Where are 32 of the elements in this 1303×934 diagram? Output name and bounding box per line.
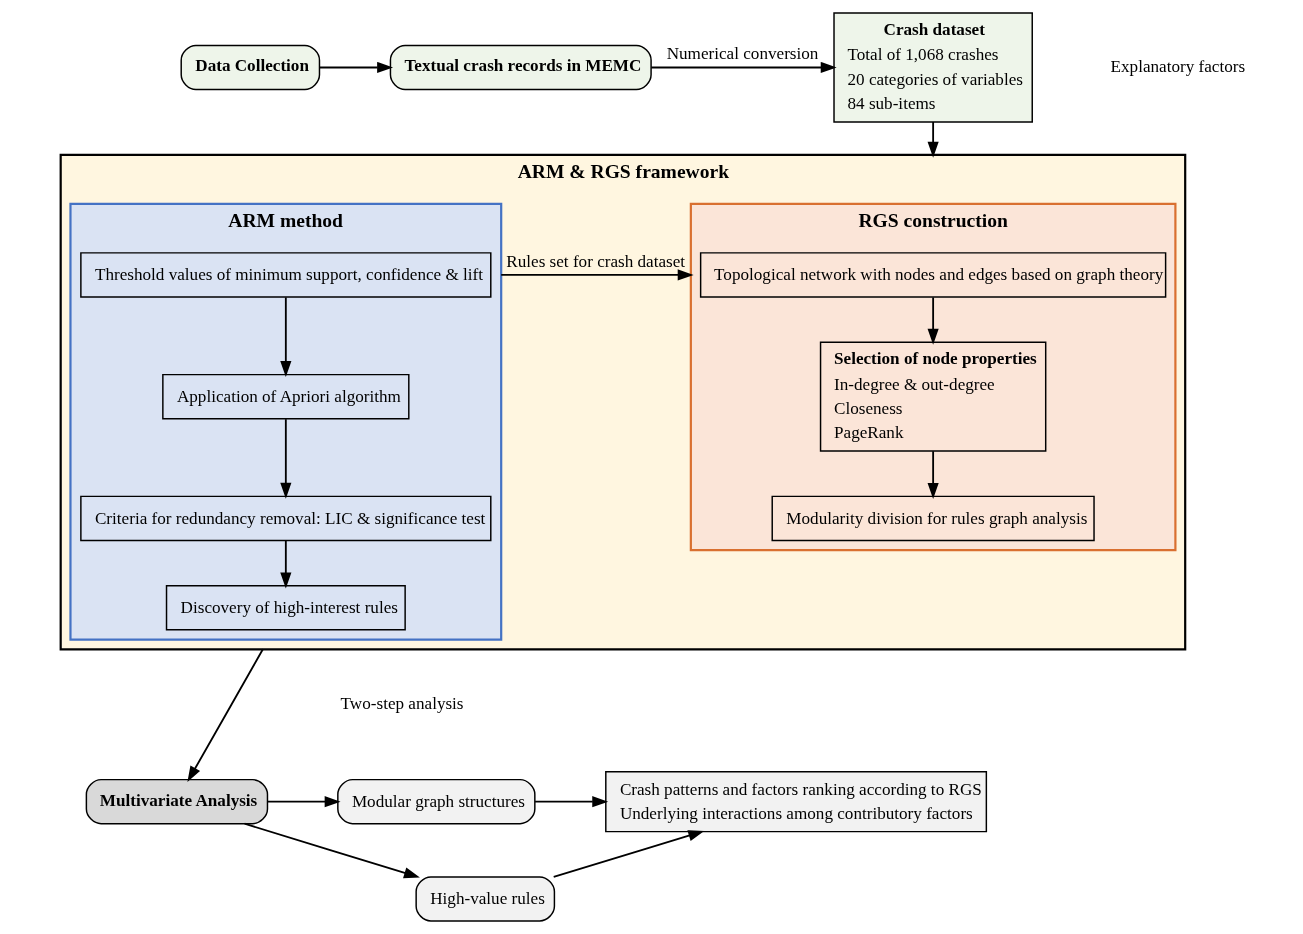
arrow	[499, 269, 694, 281]
node-box: Crash dataset Total of 1,068 crashes 20 categories of variables 84 sub-items	[832, 12, 1033, 123]
arrow	[243, 822, 420, 879]
node-box: Modularity division for rules graph analysis	[771, 495, 1095, 542]
edge-label: Numerical conversion	[666, 44, 818, 64]
arrow	[649, 61, 837, 74]
arrow	[186, 648, 264, 783]
arrow	[927, 450, 939, 499]
node-box: Criteria for redundancy removal: LIC & significance test	[79, 495, 492, 542]
arrow	[552, 830, 704, 878]
arrow	[279, 296, 291, 378]
node-box: Crash patterns and factors ranking according to RGS Underlying interactions among contributory factors	[604, 770, 987, 833]
arrow	[533, 796, 608, 808]
label: Explanatory factors	[1110, 57, 1245, 77]
arrow	[927, 296, 939, 345]
label: Two-step analysis	[340, 693, 464, 713]
node-box: Topological network with nodes and edges based on graph theory	[699, 252, 1166, 298]
node-box: Multivariate Analysis	[85, 778, 268, 825]
arrow	[266, 796, 341, 808]
node-box: Selection of node properties In-degree & out-degree Closeness PageRank	[819, 341, 1046, 452]
edge-label: Rules set for crash dataset	[505, 251, 685, 271]
arrow	[279, 418, 291, 499]
arrow	[318, 61, 393, 74]
node-box: Modular graph structures	[336, 778, 536, 825]
node-box: Discovery of high-interest rules	[165, 584, 406, 631]
node-box: Data Collection	[179, 44, 320, 91]
node-box: Threshold values of minimum support, confidence & lift	[79, 252, 492, 298]
arrow	[279, 539, 291, 589]
node-box: Textual crash records in MEMC	[389, 44, 652, 91]
node-box: Application of Apriori algorithm	[161, 373, 410, 420]
node-box: High-value rules	[414, 876, 555, 922]
arrow	[927, 121, 939, 158]
